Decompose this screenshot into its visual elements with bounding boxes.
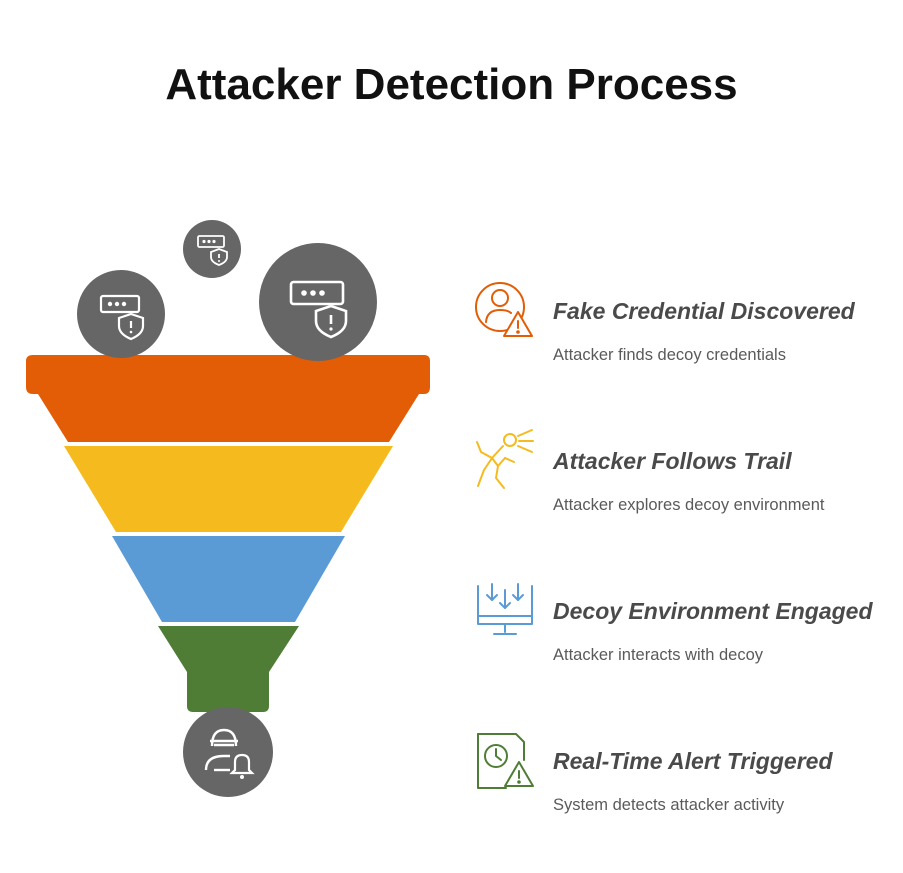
funnel-stage-1 <box>26 355 430 442</box>
attacker-alert-icon <box>183 707 273 797</box>
step-title: Attacker Follows Trail <box>553 448 792 474</box>
step-description: Attacker explores decoy environment <box>553 496 825 514</box>
credential-shield-icon <box>77 270 165 358</box>
funnel-stage-4 <box>158 626 299 712</box>
step-description: Attacker interacts with decoy <box>553 646 764 664</box>
credential-shield-icon <box>183 220 241 278</box>
funnel <box>26 355 430 712</box>
funnel-input-bubbles <box>77 220 377 361</box>
clock-warning-document-icon <box>477 733 534 789</box>
step-description: Attacker finds decoy credentials <box>553 346 786 364</box>
step-title: Real-Time Alert Triggered <box>553 748 833 774</box>
page-title: Attacker Detection Process <box>165 60 738 109</box>
monitor-download-icon <box>477 583 533 635</box>
running-person-icon <box>476 429 534 489</box>
step-description: System detects attacker activity <box>553 796 785 814</box>
user-warning-icon <box>475 282 533 337</box>
credential-shield-icon <box>259 243 377 361</box>
step-title: Decoy Environment Engaged <box>553 598 873 624</box>
funnel-stage-3 <box>112 536 345 622</box>
step-title: Fake Credential Discovered <box>553 298 855 324</box>
funnel-stage-2 <box>64 446 393 532</box>
